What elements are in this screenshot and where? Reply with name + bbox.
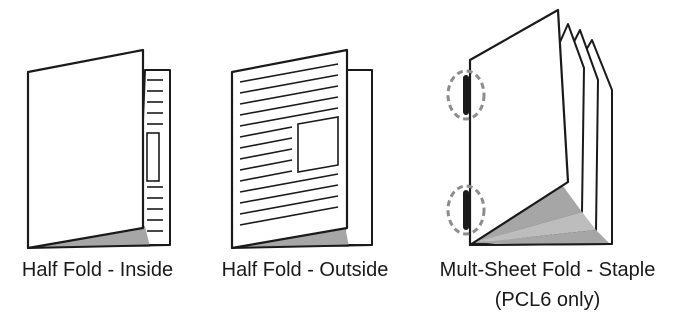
outside-image-block: [297, 116, 339, 173]
outside-back-page: [344, 69, 373, 246]
inside-back-image-block: [146, 132, 160, 182]
staple-front-cover: [468, 8, 570, 247]
multi-sheet-fold-staple-label: Mult-Sheet Fold - Staple: [439, 259, 656, 281]
half-fold-outside-illustration: [230, 48, 373, 250]
half-fold-outside-label: Half Fold - Outside: [221, 259, 389, 281]
multi-sheet-staple-illustration: [446, 8, 613, 247]
staple-bottom-edge: [469, 243, 613, 246]
half-fold-inside-label: Half Fold - Inside: [21, 259, 174, 281]
staple-sheet-shadow-3: [472, 230, 610, 244]
inside-front-cover: [26, 48, 145, 250]
half-fold-inside-illustration: [26, 48, 171, 250]
outside-text-lines: [239, 63, 339, 226]
staple-sheet-shadow-1: [472, 182, 582, 243]
inside-back-text-lines: [147, 79, 163, 232]
staple-bottom-marker: [446, 184, 486, 236]
staple-top-marker: [446, 69, 486, 121]
staple-sheet-shadow-2: [472, 212, 596, 243]
inside-bottom-edge: [27, 244, 171, 249]
outside-bottom-edge: [231, 244, 373, 249]
multi-sheet-fold-staple-note: (PCL6 only): [494, 289, 601, 311]
